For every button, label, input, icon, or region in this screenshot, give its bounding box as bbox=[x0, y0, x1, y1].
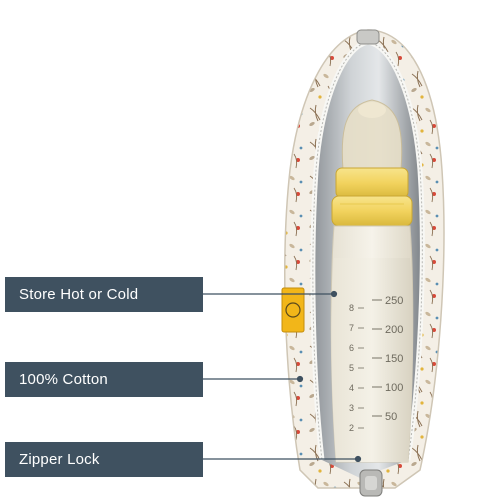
callout-zipper-lock: Zipper Lock bbox=[5, 442, 203, 477]
ml-mark-label: 50 bbox=[385, 411, 397, 423]
ml-mark-label: 250 bbox=[385, 295, 403, 307]
oz-mark-label: 4 bbox=[349, 383, 354, 393]
brand-tag bbox=[281, 287, 305, 333]
oz-mark-label: 5 bbox=[349, 363, 354, 373]
oz-mark-label: 8 bbox=[349, 303, 354, 313]
ml-mark-label: 200 bbox=[385, 324, 403, 336]
oz-mark-label: 6 bbox=[349, 343, 354, 353]
leader-lines bbox=[203, 290, 362, 463]
ml-mark-label: 150 bbox=[385, 353, 403, 365]
oz-scale: 8 7 6 5 4 3 2 bbox=[349, 303, 364, 433]
zipper-pull[interactable] bbox=[359, 469, 383, 497]
ml-mark-label: 100 bbox=[385, 382, 403, 394]
callout-label: Zipper Lock bbox=[19, 451, 100, 468]
zipper-left bbox=[310, 39, 369, 461]
zipper-right bbox=[367, 39, 425, 461]
callout-label: Store Hot or Cold bbox=[19, 286, 139, 303]
callout-cotton: 100% Cotton bbox=[5, 362, 203, 397]
callout-store-hot-cold: Store Hot or Cold bbox=[5, 277, 203, 312]
oz-mark-label: 7 bbox=[349, 323, 354, 333]
oz-mark-label: 2 bbox=[349, 423, 354, 433]
oz-mark-label: 3 bbox=[349, 403, 354, 413]
callout-label: 100% Cotton bbox=[19, 371, 108, 388]
bottle-nipple bbox=[341, 99, 403, 171]
ml-scale: 250 200 150 100 50 bbox=[372, 295, 403, 423]
bottle-collar bbox=[335, 167, 409, 199]
